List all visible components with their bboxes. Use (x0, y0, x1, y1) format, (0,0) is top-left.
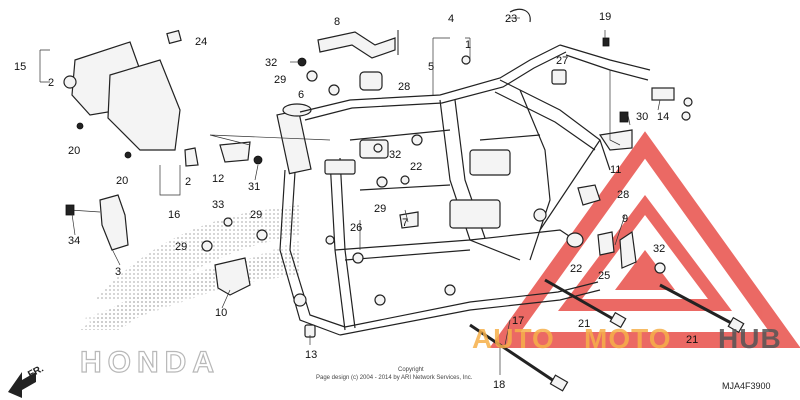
callout-16: 16 (168, 209, 180, 221)
bracket-3 (65, 194, 129, 251)
callout-32a: 32 (265, 57, 277, 69)
copyright-line-2: Page design (c) 2004 - 2014 by ARI Netwo… (316, 375, 473, 381)
callout-21b: 21 (686, 334, 698, 346)
callout-22b: 22 (570, 263, 582, 275)
clamp-28-top (297, 57, 383, 96)
callout-14: 14 (657, 111, 669, 123)
callout-25: 25 (598, 270, 610, 282)
callout-29a: 29 (274, 74, 286, 86)
callout-20a: 20 (68, 145, 80, 157)
callout-1: 1 (465, 39, 471, 51)
copyright-line-1: Copyright (398, 367, 424, 373)
long-bolts (469, 278, 745, 392)
fasteners (76, 55, 471, 338)
callout-10: 10 (215, 307, 227, 319)
bracket-10 (214, 257, 251, 296)
callout-3: 3 (115, 266, 121, 278)
callout-7: 7 (402, 217, 408, 229)
callout-2a: 2 (48, 77, 54, 89)
callout-29b: 29 (250, 209, 262, 221)
callout-21a: 21 (578, 318, 590, 330)
callout-34: 34 (68, 235, 80, 247)
callout-labels: 1 2 2 3 4 5 6 7 8 9 10 11 12 13 14 15 16… (14, 11, 698, 391)
callout-32c: 32 (653, 243, 665, 255)
watermark-hub: HUB (718, 323, 782, 354)
callout-8: 8 (334, 16, 340, 28)
callout-15: 15 (14, 61, 26, 73)
callout-23: 23 (505, 13, 517, 25)
watermark-auto: AUTO (472, 323, 555, 354)
callout-28a: 28 (398, 81, 410, 93)
callout-32b: 32 (389, 149, 401, 161)
bracket-12 (219, 141, 263, 165)
callout-20b: 20 (116, 175, 128, 187)
watermark-moto: MOTO (584, 323, 671, 354)
callout-4: 4 (448, 13, 454, 25)
main-frame (276, 44, 651, 336)
callout-13: 13 (305, 349, 317, 361)
callout-17: 17 (512, 315, 524, 327)
callout-27: 27 (556, 55, 568, 67)
right-fittings (566, 184, 666, 274)
callout-5: 5 (428, 61, 434, 73)
callout-26: 26 (350, 222, 362, 234)
callout-33: 33 (212, 199, 224, 211)
automotohub-watermark: AUTO MOTO HUB (472, 323, 782, 354)
callout-19: 19 (599, 11, 611, 23)
rear-fittings (509, 8, 693, 151)
front-direction-label: FR. (26, 363, 46, 380)
callout-28b: 28 (617, 189, 629, 201)
callout-24: 24 (195, 36, 207, 48)
callout-30: 30 (636, 111, 648, 123)
callout-6: 6 (298, 89, 304, 101)
callout-2b: 2 (185, 176, 191, 188)
diagram-code: MJA4F3900 (722, 381, 771, 391)
callout-9: 9 (622, 213, 628, 225)
callout-31: 31 (248, 181, 260, 193)
callout-12: 12 (212, 173, 224, 185)
plate-8 (317, 30, 399, 59)
front-direction-arrow-icon (8, 372, 36, 398)
callout-18: 18 (493, 379, 505, 391)
side-cover-assembly (63, 29, 199, 167)
callout-29c: 29 (175, 241, 187, 253)
leader-lines (39, 17, 661, 375)
callout-11: 11 (610, 164, 621, 176)
callout-22a: 22 (410, 161, 422, 173)
honda-wordmark: HONDA (80, 346, 220, 379)
callout-29d: 29 (374, 203, 386, 215)
